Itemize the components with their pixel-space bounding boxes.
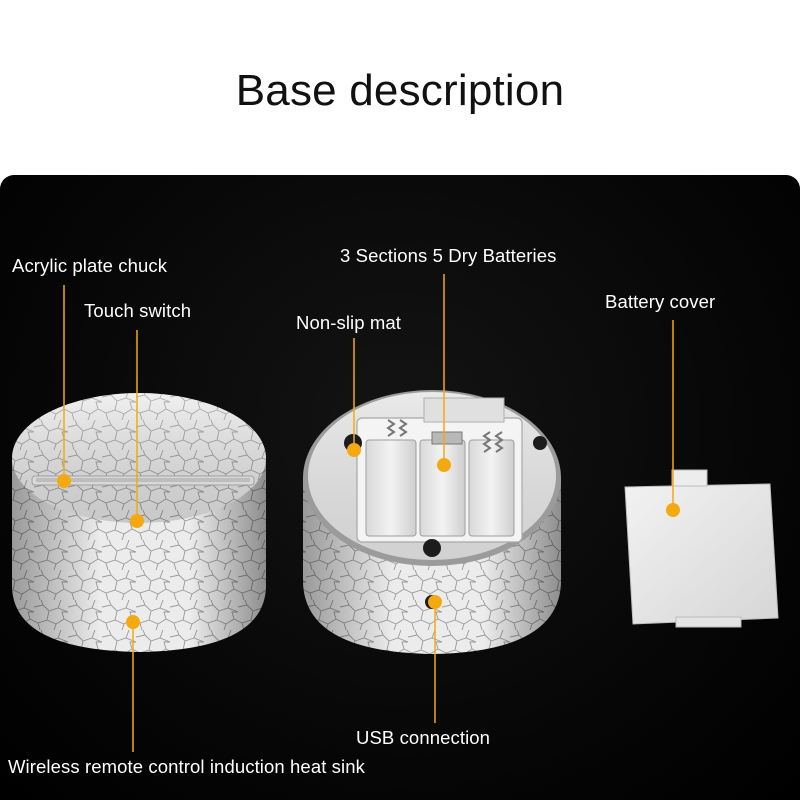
leader-lines <box>63 274 674 752</box>
marker-dot-usb <box>428 595 442 609</box>
label-non-slip-mat: Non-slip mat <box>296 312 402 333</box>
page-title: Base description <box>235 66 565 115</box>
product-photo <box>0 175 800 800</box>
label-heat-sink: Wireless remote control induction heat s… <box>8 756 365 777</box>
left-base <box>12 393 266 652</box>
battery-cover <box>624 469 779 628</box>
label-batteries: 3 Sections 5 Dry Batteries <box>340 245 557 266</box>
marker-dot-battery-cover <box>666 503 680 517</box>
marker-dots <box>57 443 680 629</box>
marker-dot-acrylic-chuck <box>57 474 71 488</box>
label-usb: USB connection <box>356 727 491 748</box>
label-acrylic-chuck: Acrylic plate chuck <box>12 255 168 276</box>
label-battery-cover: Battery cover <box>605 291 716 312</box>
label-touch-switch: Touch switch <box>84 300 192 321</box>
marker-dot-non-slip-mat <box>347 443 361 457</box>
middle-base <box>303 390 561 654</box>
product-illustration <box>12 274 779 752</box>
marker-dot-heat-sink <box>126 615 140 629</box>
marker-dot-touch-switch <box>130 514 144 528</box>
marker-dot-batteries <box>437 458 451 472</box>
